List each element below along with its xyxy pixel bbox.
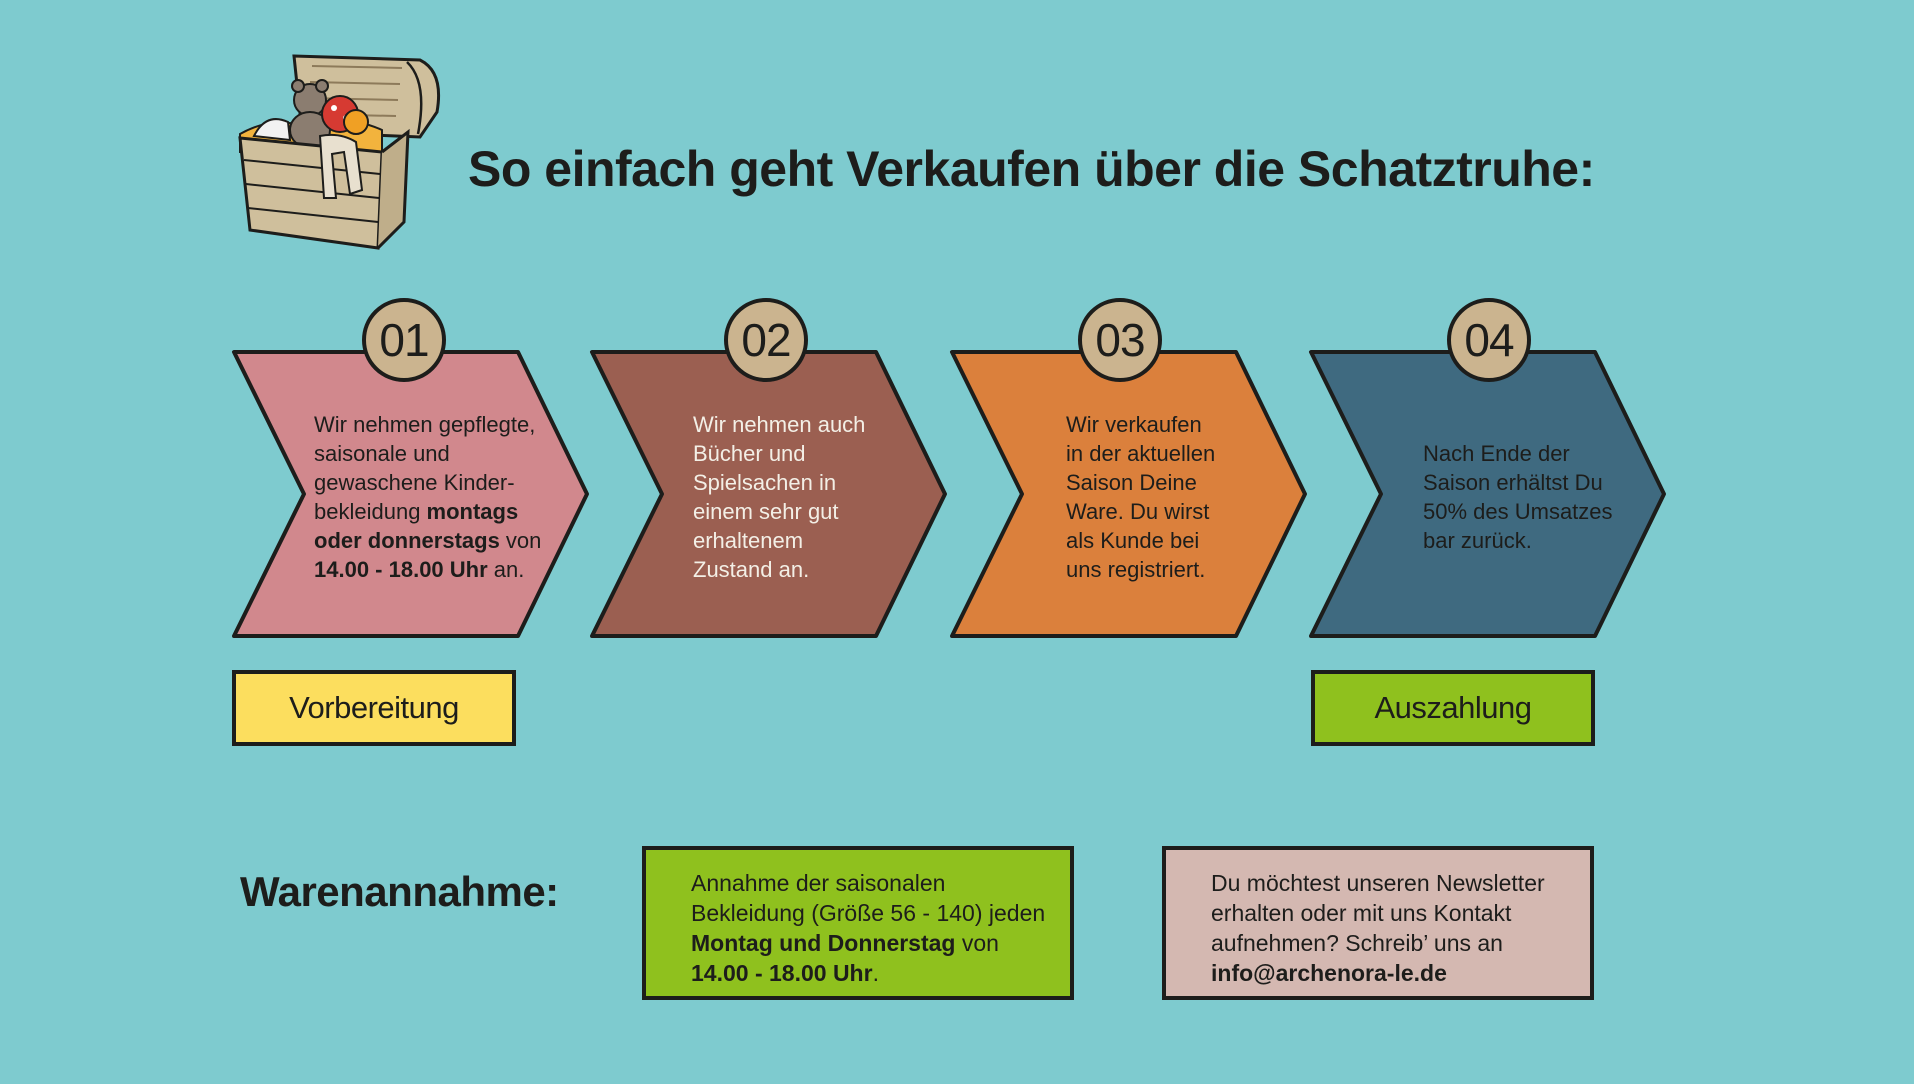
text-line: Du möchtest unseren Newsletter xyxy=(1211,868,1570,898)
plain-text: erhalten oder mit uns Kontakt xyxy=(1211,900,1512,926)
text-line: als Kunde bei xyxy=(1066,526,1215,555)
text-line: uns registriert. xyxy=(1066,555,1215,584)
phase-label-payout: Auszahlung xyxy=(1311,670,1595,746)
plain-text: Bekleidung (Größe 56 - 140) jeden xyxy=(691,900,1046,926)
page-title: So einfach geht Verkaufen über die Schat… xyxy=(468,141,1595,197)
chevron-arrow-shape xyxy=(950,350,1307,638)
step-description: Wir nehmen gepflegte, saisonale und gewasc… xyxy=(314,410,541,584)
text-line: erhaltenem xyxy=(693,526,865,555)
text-line: erhalten oder mit uns Kontakt xyxy=(1211,898,1570,928)
text-line: oder donnerstags von xyxy=(314,526,541,555)
plain-text: Zustand an. xyxy=(693,557,810,582)
plain-text: bekleidung xyxy=(314,499,427,524)
bold-text: 14.00 - 18.00 Uhr xyxy=(314,557,488,582)
text-line: Wir nehmen auch xyxy=(693,410,865,439)
text-line: bar zurück. xyxy=(1423,526,1613,555)
plain-text: uns registriert. xyxy=(1066,557,1206,582)
text-line: einem sehr gut xyxy=(693,497,865,526)
chevron-arrow-shape xyxy=(590,350,947,638)
plain-text: von xyxy=(955,930,999,956)
step-number-badge: 01 xyxy=(362,298,446,382)
plain-text: Saison Deine xyxy=(1066,470,1197,495)
chevron-arrow-shape xyxy=(232,350,589,638)
text-line: Bücher und xyxy=(693,439,865,468)
step-number-badge: 04 xyxy=(1447,298,1531,382)
text-line: gewaschene Kinder- xyxy=(314,468,541,497)
plain-text: Saison erhältst Du xyxy=(1423,470,1603,495)
plain-text: Wir nehmen auch xyxy=(693,412,866,437)
plain-text: in der aktuellen xyxy=(1066,441,1216,466)
plain-text: Ware. Du wirst xyxy=(1066,499,1210,524)
plain-text: erhaltenem xyxy=(693,528,804,553)
plain-text: Wir nehmen gepflegte, xyxy=(314,412,536,437)
chevron-arrow-shape xyxy=(1309,350,1666,638)
text-line: Saison erhältst Du xyxy=(1423,468,1613,497)
plain-text: 50% des Umsatzes xyxy=(1423,499,1613,524)
plain-text: aufnehmen? Schreib’ uns an xyxy=(1211,930,1503,956)
text-line: Ware. Du wirst xyxy=(1066,497,1215,526)
text-line: Nach Ende der xyxy=(1423,439,1613,468)
plain-text: einem sehr gut xyxy=(693,499,839,524)
plain-text: . xyxy=(872,960,879,986)
step-number-badge: 03 xyxy=(1078,298,1162,382)
treasure-chest-icon xyxy=(238,54,441,250)
plain-text: Du möchtest unseren Newsletter xyxy=(1211,870,1545,896)
text-line: 14.00 - 18.00 Uhr an. xyxy=(314,555,541,584)
text-line: Wir nehmen gepflegte, xyxy=(314,410,541,439)
text-line: saisonale und xyxy=(314,439,541,468)
step-number-badge: 02 xyxy=(724,298,808,382)
bold-text: info@archenora-le.de xyxy=(1211,960,1447,986)
bold-text: oder donnerstags xyxy=(314,528,500,553)
text-line: 14.00 - 18.00 Uhr. xyxy=(691,958,1050,988)
text-line: Zustand an. xyxy=(693,555,865,584)
text-line: Annahme der saisonalen xyxy=(691,868,1050,898)
text-line: Saison Deine xyxy=(1066,468,1215,497)
text-line: bekleidung montags xyxy=(314,497,541,526)
plain-text: Bücher und xyxy=(693,441,806,466)
text-line: Montag und Donnerstag von xyxy=(691,928,1050,958)
bold-text: montags xyxy=(426,499,519,524)
plain-text: saisonale und xyxy=(314,441,450,466)
plain-text: Nach Ende der xyxy=(1423,441,1570,466)
plain-text: bar zurück. xyxy=(1423,528,1532,553)
text-line: 50% des Umsatzes xyxy=(1423,497,1613,526)
plain-text: als Kunde bei xyxy=(1066,528,1200,553)
plain-text: gewaschene Kinder- xyxy=(314,470,515,495)
text-line: Wir verkaufen xyxy=(1066,410,1215,439)
goods-intake-label: Warenannahme: xyxy=(240,868,559,915)
bold-text: Montag und Donnerstag xyxy=(691,930,956,956)
text-line: Spielsachen in xyxy=(693,468,865,497)
text-line: in der aktuellen xyxy=(1066,439,1215,468)
contact-box: Du möchtest unseren Newsletter erhalten o… xyxy=(1162,846,1594,1000)
plain-text: Spielsachen in xyxy=(693,470,837,495)
bold-text: 14.00 - 18.00 Uhr xyxy=(691,960,873,986)
text-line: info@archenora-le.de xyxy=(1211,958,1570,988)
plain-text: an. xyxy=(487,557,525,582)
phase-label-preparation: Vorbereitung xyxy=(232,670,516,746)
plain-text: Wir verkaufen xyxy=(1066,412,1202,437)
text-line: Bekleidung (Größe 56 - 140) jeden xyxy=(691,898,1050,928)
plain-text: Annahme der saisonalen xyxy=(691,870,946,896)
text-line: aufnehmen? Schreib’ uns an xyxy=(1211,928,1570,958)
plain-text: von xyxy=(499,528,542,553)
